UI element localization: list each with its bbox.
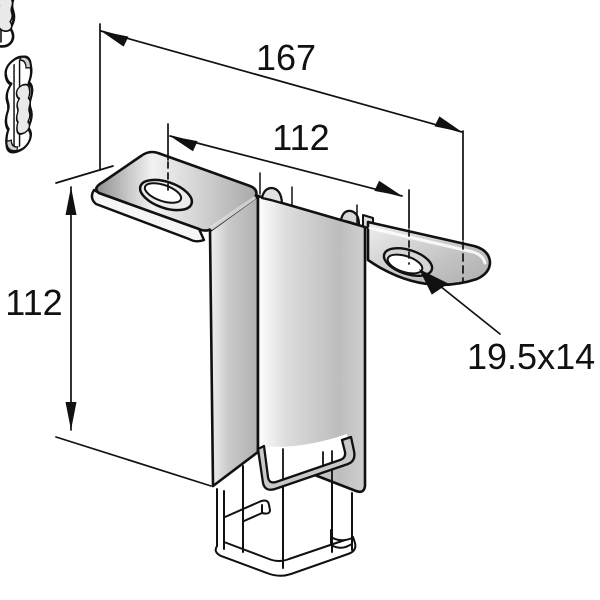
- bracket-left-flange: [90, 150, 258, 243]
- bend-relief: [260, 186, 284, 205]
- dimensions: [55, 23, 501, 487]
- extension-line: [55, 165, 114, 184]
- dimension-labels: 167 112 112 19.5x14: [5, 37, 595, 377]
- bracket: [0, 0, 492, 494]
- bracket-right-face: [256, 194, 367, 494]
- label-overall-width: 167: [256, 37, 316, 78]
- saddle-band: [256, 435, 356, 491]
- leader-slot-size: [419, 269, 501, 335]
- dimension-167: [100, 30, 463, 133]
- label-hole-spacing: 112: [272, 117, 329, 158]
- dimension-112-left: [65, 186, 77, 431]
- saddle-window: [262, 434, 351, 488]
- slot-holes: [0, 0, 34, 160]
- bracket-right-flange: [362, 214, 492, 287]
- dimension-112-top: [169, 135, 403, 197]
- extension-line: [55, 436, 212, 487]
- label-slot-size: 19.5x14: [467, 336, 595, 377]
- bracket-left-face: [208, 194, 260, 488]
- label-height: 112: [5, 282, 62, 323]
